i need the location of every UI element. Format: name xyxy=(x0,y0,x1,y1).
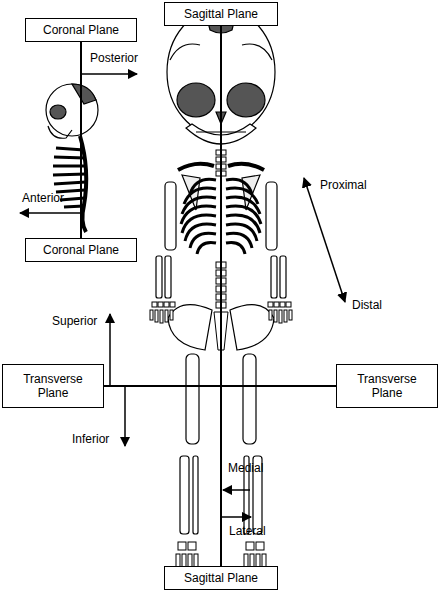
plane-name: Sagittal Plane xyxy=(184,7,258,21)
direction-label: Distal xyxy=(352,298,382,312)
plane-name: Transverse Plane xyxy=(18,372,88,400)
plane-box: Sagittal Plane xyxy=(164,566,278,590)
plane-line xyxy=(220,26,222,566)
direction-label: Lateral xyxy=(229,524,266,538)
plane-box: Sagittal Plane xyxy=(164,2,278,26)
direction-label: Posterior xyxy=(90,51,138,65)
plane-line xyxy=(104,385,336,387)
plane-name: Coronal Plane xyxy=(43,23,119,37)
direction-arrows xyxy=(20,74,345,517)
front-skeleton xyxy=(150,7,292,570)
plane-name: Coronal Plane xyxy=(43,243,119,257)
plane-box: Coronal Plane xyxy=(25,238,137,262)
direction-label: Anterior xyxy=(22,191,64,205)
plane-box: Transverse Plane xyxy=(2,364,104,408)
plane-line xyxy=(80,42,82,238)
plane-name: Transverse Plane xyxy=(352,372,422,400)
plane-name: Sagittal Plane xyxy=(184,571,258,585)
direction-label: Medial xyxy=(228,461,263,475)
direction-label: Superior xyxy=(52,314,97,328)
direction-label: Proximal xyxy=(320,178,367,192)
plane-box: Transverse Plane xyxy=(336,364,438,408)
side-skeleton xyxy=(46,84,98,232)
plane-box: Coronal Plane xyxy=(25,18,137,42)
direction-label: Inferior xyxy=(72,432,109,446)
